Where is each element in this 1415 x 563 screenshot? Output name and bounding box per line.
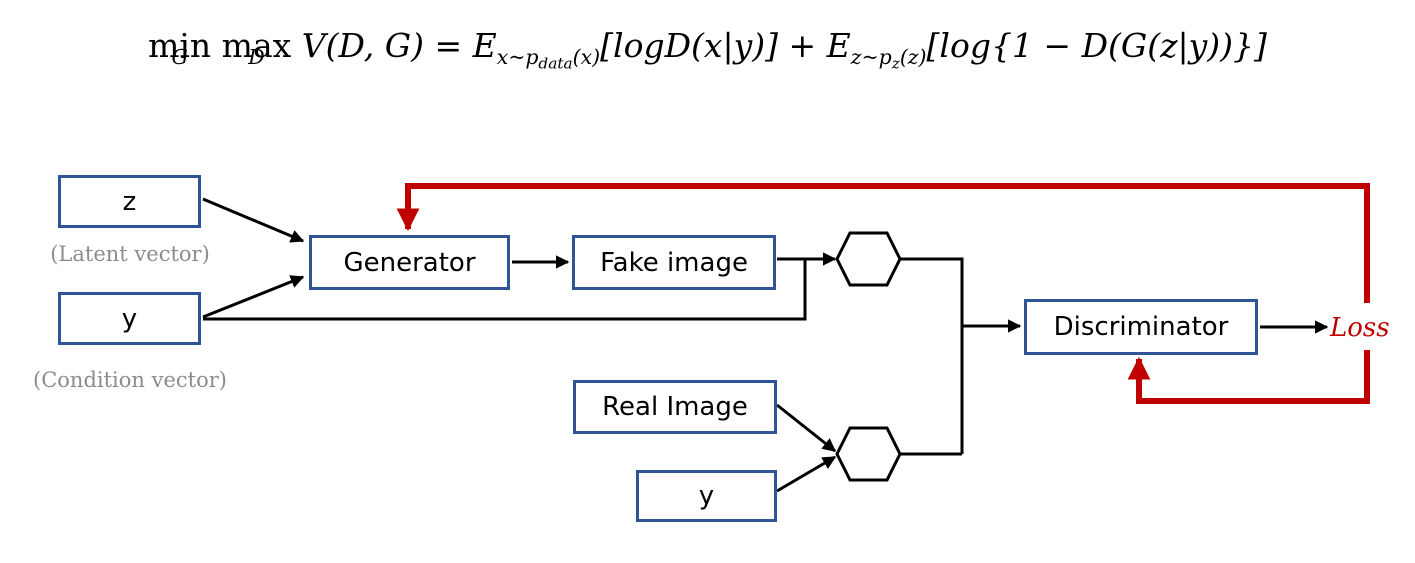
concat-node-top — [835, 231, 902, 287]
latent-vector-note: (Latent vector) — [50, 242, 210, 266]
y-bottom-box: y — [636, 470, 777, 522]
term-2: [log{1 − D(G(z|y))}] — [926, 26, 1267, 65]
condition-vector-note: (Condition vector) — [33, 368, 227, 392]
value-function: V(D, G) = E — [301, 26, 497, 65]
z-input-box: z — [58, 175, 201, 228]
min-text: min — [148, 26, 212, 65]
e1-sub-c: (x) — [572, 45, 601, 70]
fake-image-label: Fake image — [600, 247, 748, 278]
generator-label: Generator — [343, 247, 476, 278]
y-bottom-label: y — [698, 481, 715, 511]
e1-sub-b: data — [538, 54, 573, 73]
arrow-fake-and-y-to-join — [203, 259, 807, 321]
e2-sub-b: z — [891, 54, 900, 73]
expectation-2-subscript: z~pz(z) — [850, 45, 927, 73]
line-join-top-to-merge — [898, 257, 964, 454]
term-1: [logD(x|y)] + E — [600, 26, 851, 65]
y-condition-box: y — [58, 292, 201, 345]
concat-node-bottom — [835, 426, 902, 482]
feedback-loss-to-discriminator — [1127, 350, 1370, 404]
arrow-y-to-generator — [202, 275, 305, 319]
z-label: z — [122, 186, 137, 217]
arrow-z-to-generator — [202, 197, 305, 243]
real-image-label: Real Image — [602, 392, 748, 422]
arrow-y-to-join-bottom — [776, 455, 837, 493]
e1-sub-a: x~p — [496, 45, 539, 70]
loss-label: Loss — [1330, 313, 1390, 343]
feedback-loss-to-generator — [396, 183, 1370, 303]
y-top-label: y — [121, 303, 138, 334]
expectation-1-subscript: x~pdata(x) — [496, 45, 601, 73]
discriminator-box: Discriminator — [1024, 299, 1258, 355]
generator-box: Generator — [309, 235, 510, 290]
discriminator-label: Discriminator — [1053, 312, 1229, 342]
arrow-real-to-join-bottom — [776, 403, 837, 453]
e2-sub-c: (z) — [899, 45, 927, 70]
min-subscript: G — [171, 45, 188, 70]
max-subscript: D — [248, 45, 265, 70]
e2-sub-a: z~p — [850, 45, 892, 70]
real-image-box: Real Image — [573, 380, 777, 434]
max-text: max — [221, 26, 292, 65]
fake-image-box: Fake image — [572, 235, 776, 290]
